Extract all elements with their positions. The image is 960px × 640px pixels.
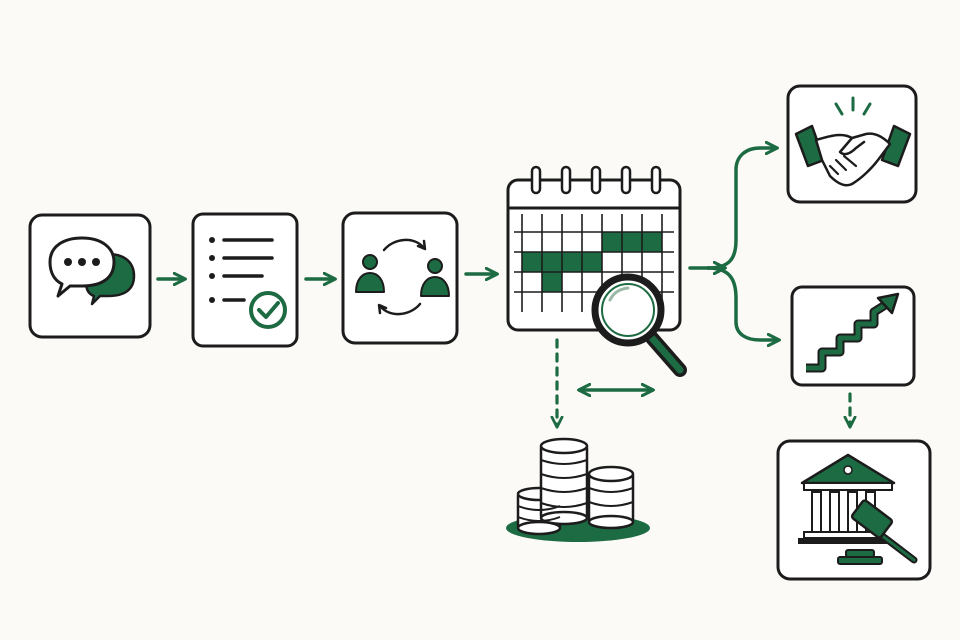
gavel-icon [837,499,918,565]
node-coins [506,437,650,542]
arrow-to-growth [706,266,778,340]
node-checklist [191,212,299,348]
magnifier-icon [591,273,687,377]
arrow-to-agreement [706,148,776,270]
handshake-icon [794,96,912,187]
checkmark-circle-icon [249,291,287,329]
node-agreement [786,84,918,204]
node-calendar-review [506,165,687,377]
node-chat [28,213,152,339]
people-exchange-icon [355,238,450,316]
chat-bubbles-icon [48,236,136,306]
courthouse-icon [798,453,896,544]
node-exchange [341,211,459,345]
rising-stairs-icon [806,292,900,373]
coin-stacks-icon [506,437,650,542]
node-legal [776,439,932,581]
node-growth [790,285,916,387]
checklist-icon [209,237,274,303]
